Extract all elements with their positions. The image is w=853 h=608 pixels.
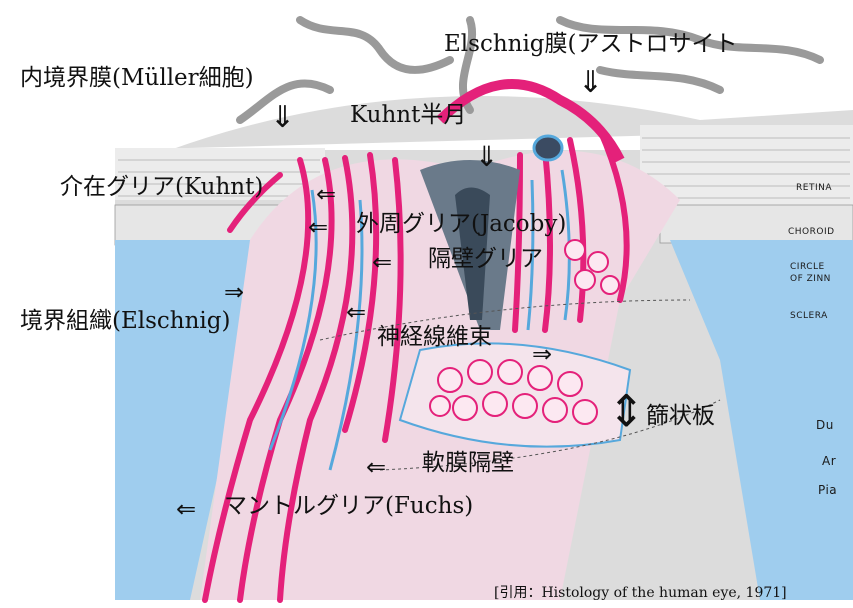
- arrow-mantle-glia: ⇐: [176, 495, 197, 523]
- tissue-label-circle-2: OF ZINN: [790, 274, 831, 284]
- tissue-label-du: Du: [816, 418, 834, 432]
- label-pial-septa: 軟膜隔壁: [422, 450, 514, 476]
- tissue-label-circle-1: CIRCLE: [790, 262, 825, 272]
- label-nerve-bundle: 神経線維束: [377, 324, 492, 350]
- tissue-label-sclera: SCLERA: [790, 311, 828, 321]
- kuhnt-vessel: [532, 134, 564, 162]
- arrow-peripheral-glia: ⇐: [308, 213, 329, 241]
- retina-layer-left: [115, 148, 325, 200]
- arrow-elschnig-membrane: ⇓: [578, 65, 604, 100]
- label-mantle-glia: マントルグリア(Fuchs): [224, 493, 474, 519]
- retina-layer-right: [640, 125, 853, 205]
- vitreous-region: [115, 96, 853, 150]
- arrow-nerve-bundle: ⇒: [532, 340, 553, 368]
- tissue-label-choroid: CHOROID: [788, 227, 835, 237]
- arrow-border-tissue-2: ⇐: [346, 298, 367, 326]
- label-kuhnt-meniscus: Kuhnt半月: [350, 102, 467, 128]
- label-septal-glia: 隔壁グリア: [428, 246, 543, 272]
- label-lamina-cribrosa: 篩状板: [646, 403, 715, 429]
- tissue-label-pia: Pia: [818, 483, 838, 497]
- sclera-right: [670, 240, 853, 600]
- arrow-lamina-cribrosa: ⇕: [608, 386, 645, 437]
- arrow-septal-glia: ⇐: [372, 248, 393, 276]
- dashed-boundary: [319, 299, 721, 471]
- tissue-label-retina: RETINA: [796, 183, 832, 193]
- glial-fibers: [202, 127, 630, 603]
- arrow-pial-septa: ⇐: [366, 453, 387, 481]
- label-muller-cell: 内境界膜(Müller細胞): [20, 65, 254, 91]
- citation: [引用：Histology of the human eye, 1971]: [494, 585, 787, 601]
- tissue-label-ar: Ar: [822, 454, 837, 468]
- arrow-kuhnt-meniscus: ⇓: [475, 140, 499, 173]
- arrow-border-tissue: ⇒: [224, 278, 245, 306]
- label-border-tissue: 境界組織(Elschnig): [20, 308, 231, 334]
- sclera-left: [115, 240, 300, 600]
- label-kuhnt-glia: 介在グリア(Kuhnt): [60, 174, 264, 200]
- label-elschnig-membrane: Elschnig膜(アストロサイト: [444, 31, 738, 57]
- lamina-cribrosa: [398, 342, 632, 448]
- arrow-muller: ⇓: [270, 100, 296, 135]
- arrow-kuhnt-glia: ⇐: [316, 180, 337, 208]
- label-peripheral-glia: 外周グリア(Jacoby): [356, 211, 567, 237]
